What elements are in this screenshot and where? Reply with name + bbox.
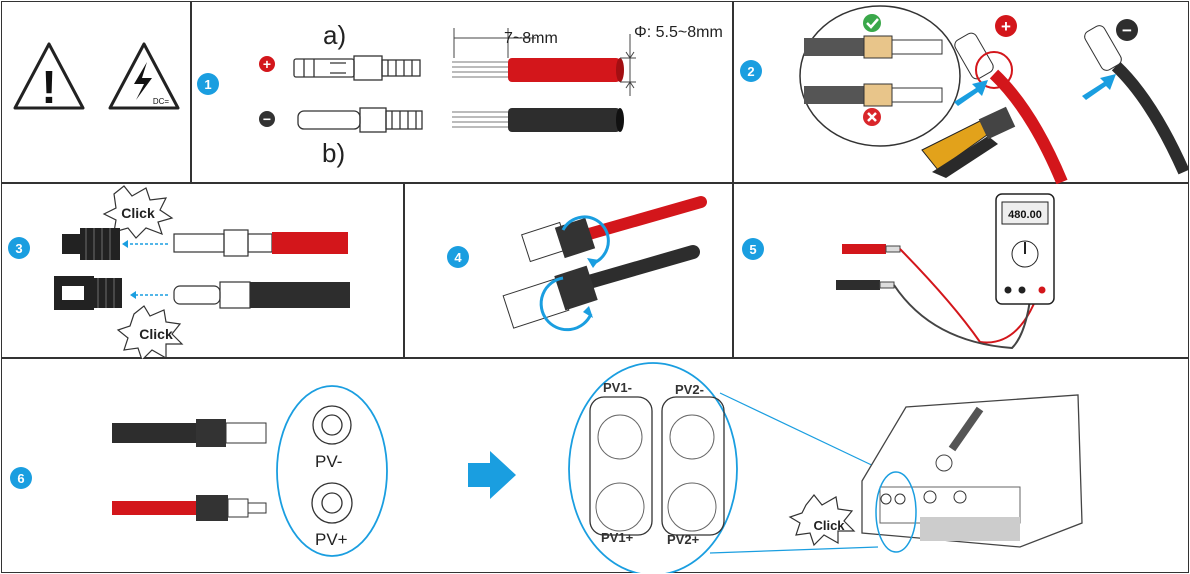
panel-step-6 xyxy=(1,357,1189,573)
plus-marker-icon: + xyxy=(995,15,1017,37)
male-connector-housing xyxy=(54,276,122,310)
pv-minus-label: PV- xyxy=(315,452,343,471)
click-burst-bottom: Click xyxy=(116,305,184,359)
insert-arrow-icon xyxy=(1082,74,1116,100)
panel-step-1 xyxy=(190,1,734,184)
female-connector-housing xyxy=(62,228,120,260)
strip-length-dimension xyxy=(453,28,536,58)
rotate-arrow-icon xyxy=(539,276,593,332)
step2-graphic: + − xyxy=(799,5,1189,184)
click-top-text: Click xyxy=(121,205,155,221)
pv-plus-label: PV+ xyxy=(315,530,348,549)
stripped-red-cable xyxy=(452,58,624,82)
panel-step-3 xyxy=(1,182,405,359)
warning-icons: ! DC= xyxy=(13,42,180,113)
red-cable-segment xyxy=(272,232,348,254)
step-badge-2: 2 xyxy=(740,60,762,82)
red-cable-contact xyxy=(954,32,1013,89)
step4-graphic xyxy=(502,196,707,332)
black-cable-connector xyxy=(112,419,267,447)
high-voltage-icon: DC= xyxy=(108,42,180,110)
click-text: Click xyxy=(813,518,845,533)
step5-graphic: 480.00 xyxy=(836,193,1055,350)
minus-marker-icon: − xyxy=(259,111,275,127)
tightened-black-cable xyxy=(582,245,700,289)
stripped-black-cable xyxy=(452,108,624,132)
zoom-guide-line xyxy=(719,392,881,470)
male-contact-assembly xyxy=(173,229,273,257)
warning-exclamation: ! xyxy=(41,61,56,113)
step-badge-4: 4 xyxy=(447,246,469,268)
crimped-red-cable xyxy=(989,69,1068,184)
right-arrow-icon xyxy=(468,451,516,499)
black-cable-segment xyxy=(250,282,350,308)
panel-step-5 xyxy=(732,182,1189,359)
pv2-minus-label: PV2- xyxy=(675,382,704,397)
pin-contact-b-icon xyxy=(297,107,423,133)
upper-connector xyxy=(521,217,596,263)
tightened-red-cable xyxy=(583,196,707,240)
lower-connector xyxy=(502,265,598,329)
pv2-plus-label: PV2+ xyxy=(667,532,700,547)
port-zoom-ellipse xyxy=(276,385,388,557)
panel-step-2 xyxy=(732,1,1189,184)
step2-minus-text: − xyxy=(1122,21,1132,40)
crimped-black-cable xyxy=(1111,61,1189,175)
step-badge-5: 5 xyxy=(742,238,764,260)
step2-plus-text: + xyxy=(1001,17,1011,36)
pv1-minus-label: PV1- xyxy=(603,380,632,395)
meter-reading: 480.00 xyxy=(1008,209,1042,221)
plus-marker-icon: + xyxy=(259,56,275,72)
black-cable-contact xyxy=(1084,25,1122,71)
dc-label: DC= xyxy=(153,97,170,106)
minus-marker-icon: − xyxy=(1116,19,1138,41)
step6-graphic: Click xyxy=(112,362,1083,573)
click-bottom-text: Click xyxy=(139,326,173,342)
panel-warnings xyxy=(1,1,192,184)
zoom-guide-line xyxy=(709,546,879,554)
click-burst: Click xyxy=(788,494,856,547)
strip-length-label: 7~8mm xyxy=(504,30,558,47)
general-warning-icon: ! xyxy=(13,42,85,113)
diameter-label: Φ: 5.5~8mm xyxy=(634,24,723,41)
step3-graphic: Click Click xyxy=(54,185,350,359)
plus-marker-text: + xyxy=(263,56,271,72)
check-icon xyxy=(863,14,881,32)
diameter-dimension xyxy=(620,34,636,96)
label-b: b) xyxy=(322,138,346,168)
pv1-plus-label: PV1+ xyxy=(601,530,634,545)
pv-port-zoom-ellipse xyxy=(568,362,738,573)
pin-contact-a-icon xyxy=(293,55,421,81)
step-badge-6: 6 xyxy=(10,467,32,489)
crimp-detail-magnifier xyxy=(799,5,961,147)
minus-marker-text: − xyxy=(263,111,271,127)
red-cable-connector xyxy=(112,495,267,521)
click-burst-top: Click xyxy=(102,185,174,239)
rotate-arrow-icon xyxy=(561,215,610,266)
insert-arrow-icon xyxy=(954,80,988,106)
panel-step-4 xyxy=(403,182,734,359)
crimping-tool-icon xyxy=(921,106,1016,178)
cross-icon xyxy=(863,108,881,126)
label-a: a) xyxy=(323,20,347,50)
black-test-lead xyxy=(836,280,1033,350)
female-contact-assembly xyxy=(173,281,251,309)
step-badge-3: 3 xyxy=(8,237,30,259)
step-badge-1: 1 xyxy=(197,73,219,95)
step1-graphic: + − xyxy=(259,28,636,133)
inverter-icon xyxy=(861,394,1083,553)
multimeter-icon: 480.00 xyxy=(995,193,1055,305)
